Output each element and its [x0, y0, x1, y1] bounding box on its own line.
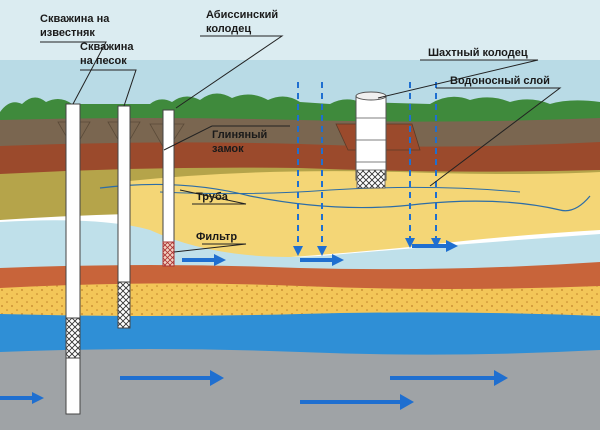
seepage-arrowheads: [293, 238, 441, 256]
label-mine-well: Шахтный колодец: [428, 47, 528, 59]
bedrock-layer: [0, 349, 600, 430]
label-well-sand: Скважина на песок: [80, 41, 137, 67]
tree-line: [0, 93, 600, 126]
well-limestone-bottom: [65, 357, 81, 415]
deep-water-layer: [0, 312, 600, 357]
light-water-layer: [0, 220, 600, 274]
label-pipe: Труба: [196, 191, 229, 203]
seepage-arrows: [297, 82, 437, 248]
label-well-limestone: Скважина на известняк: [40, 13, 112, 39]
well-sand-filter: [117, 281, 131, 329]
label-clay-lock: Глиняный замок: [212, 129, 270, 155]
water-table-line: [99, 183, 591, 212]
mine-well: [355, 91, 387, 189]
dotted-sand-texture: [0, 283, 600, 320]
label-filter: Фильтр: [196, 231, 237, 243]
flow-arrows: [0, 240, 508, 410]
abyssinian-filter: [162, 241, 175, 267]
sky-top-white: [0, 0, 600, 60]
topsoil-layer: [0, 118, 600, 150]
water-table-line-2: [159, 186, 521, 195]
label-abyssinian: Абиссинский колодец: [206, 9, 281, 35]
leader-lines: [40, 35, 562, 253]
well-limestone-filter: [65, 317, 81, 359]
label-aquifer: Водоносный слой: [450, 75, 550, 87]
